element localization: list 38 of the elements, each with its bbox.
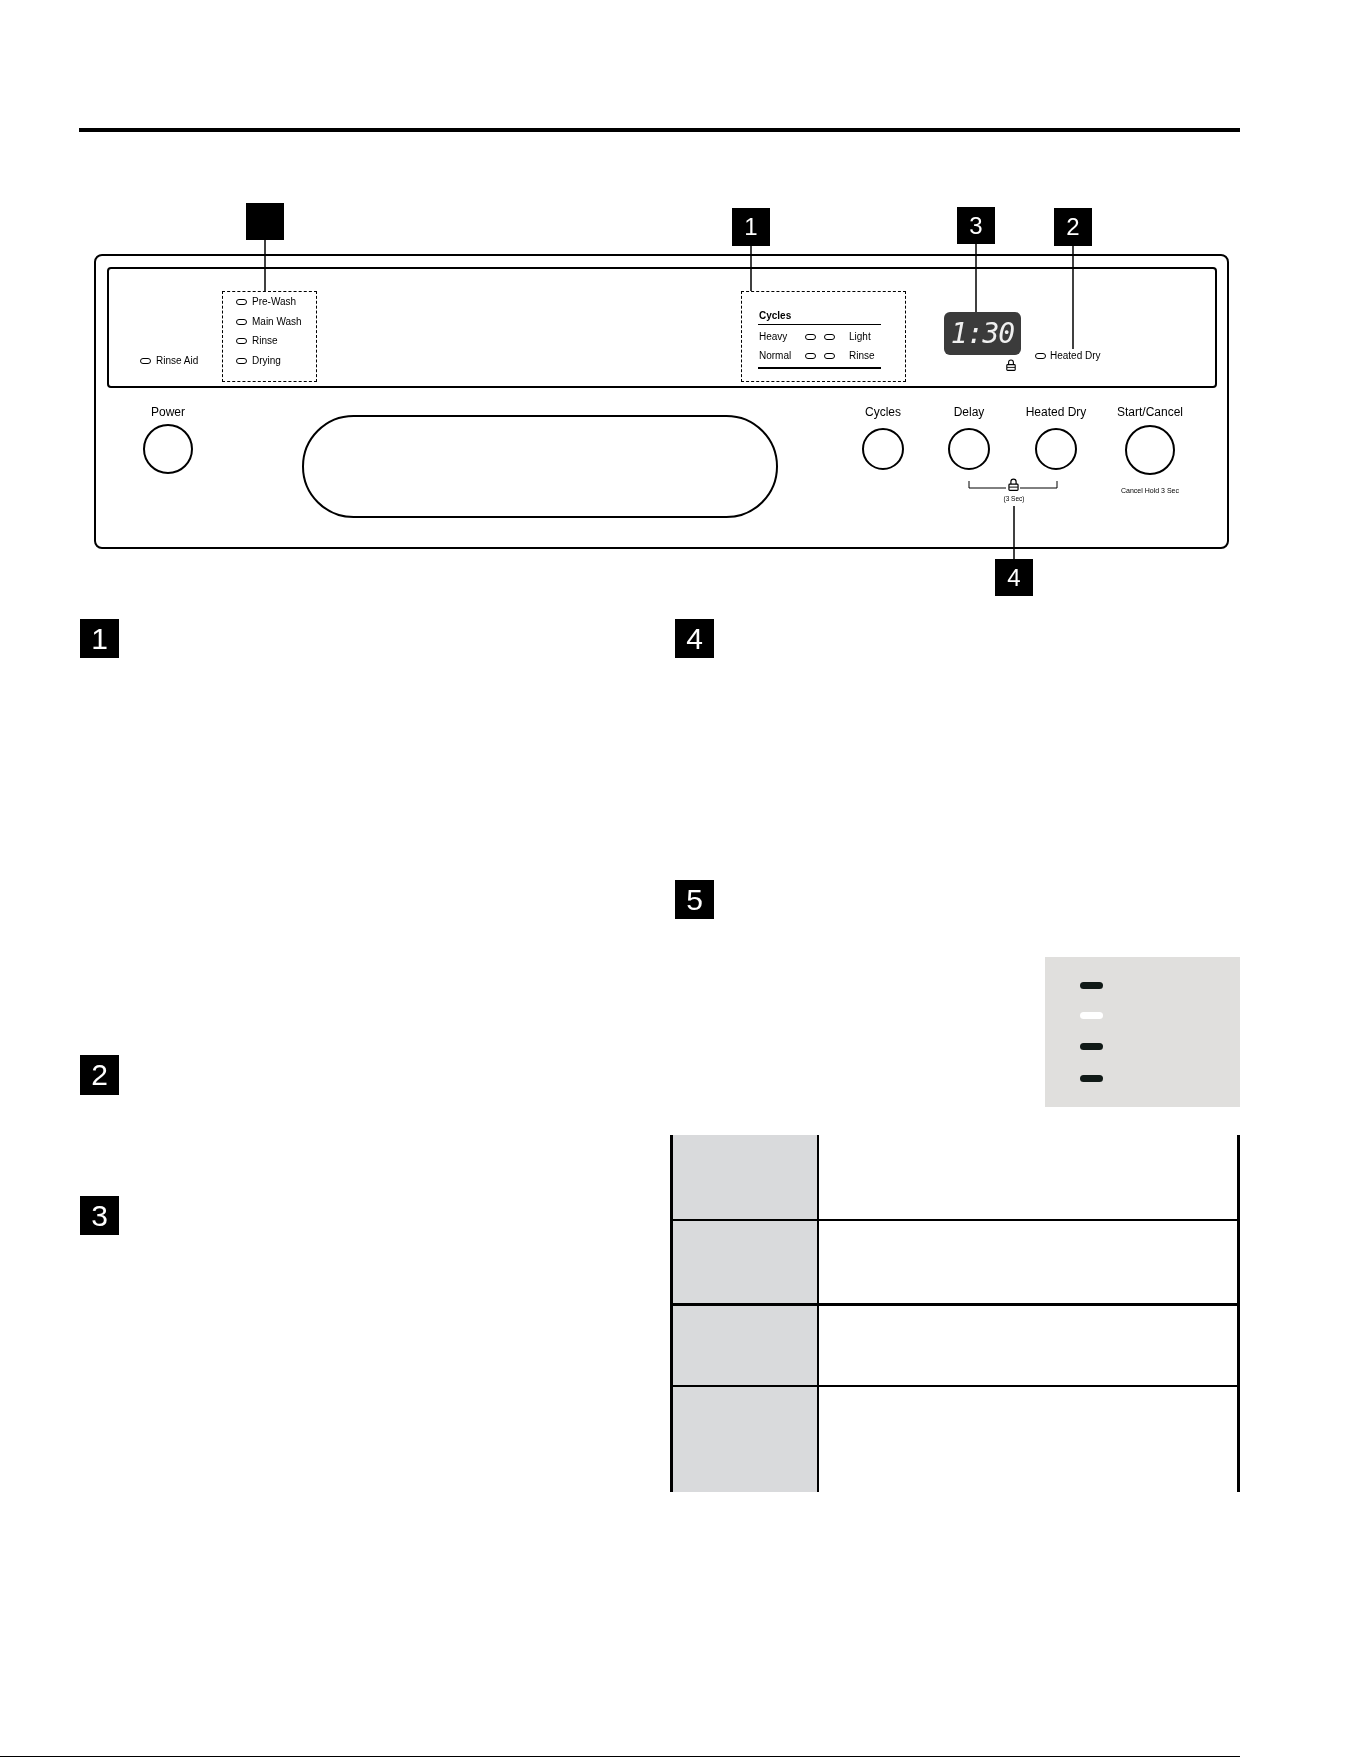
display-window [302,415,778,518]
indicator-label: Rinse Aid [156,354,199,368]
cycle-label: Heavy [759,330,788,344]
button-label: Start/Cancel [1116,404,1184,420]
indicator-label: Rinse [252,334,278,348]
callout-number: 3 [80,1196,119,1235]
callout-number: 4 [995,559,1033,596]
button-label: Delay [952,404,986,420]
callout-marker [246,203,284,240]
indicator-strip [107,267,1217,388]
cycle-indicator-box [741,291,906,382]
leader-line [1013,505,1015,560]
indicator-label: Heated Dry [1050,349,1112,363]
lock-bracket [966,478,1060,506]
callout-number: 1 [80,619,119,658]
indicator-label: Pre-Wash [252,295,297,309]
button-label: Power [150,404,186,420]
indicator-label: Main Wash [252,314,302,329]
leader-line [750,245,752,292]
callout-number: 1 [732,208,770,246]
button-label: Cycles [864,404,902,420]
leader-line [975,243,977,313]
control-panel [94,254,1229,549]
button-label: Heated Dry [1024,404,1088,420]
cycle-label: Rinse [849,349,875,363]
callout-number: 2 [1054,208,1092,246]
leader-line [1072,245,1074,350]
indicator-group-box [222,291,317,382]
leader-line [264,239,266,292]
callout-number: 2 [80,1055,119,1095]
cycles-heading: Cycles [759,309,792,323]
callout-number: 5 [675,880,714,919]
callout-number: 4 [675,619,714,658]
indicator-label: Drying [252,353,281,368]
digital-display: 1:30 [944,312,1021,355]
cycle-label: Light [849,330,871,344]
callout-number: 3 [957,207,995,244]
cycle-label: Normal [759,349,792,363]
